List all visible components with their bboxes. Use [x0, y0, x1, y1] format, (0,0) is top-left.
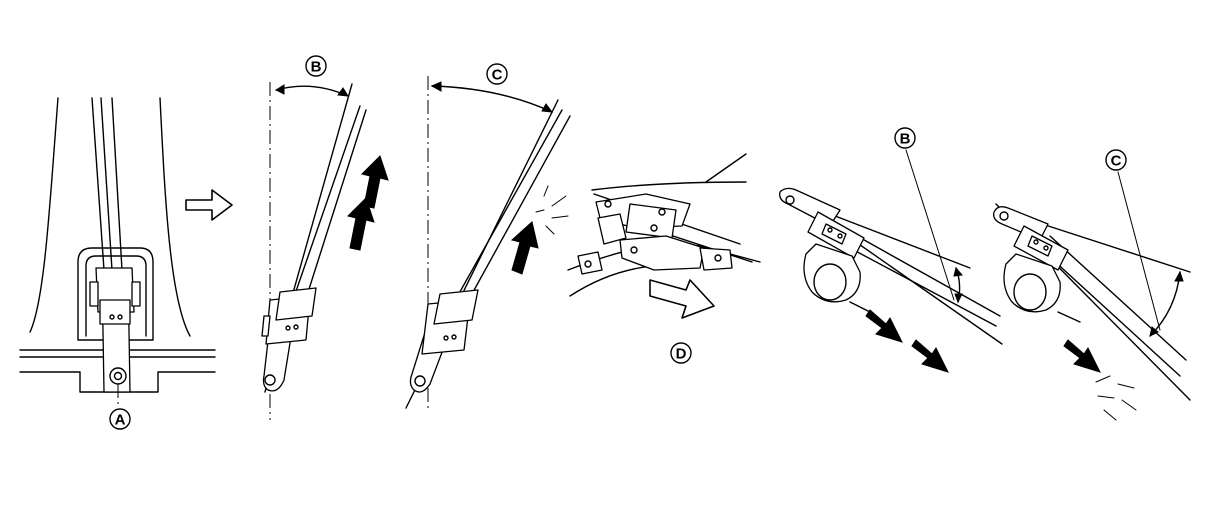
- callout-d-label: D: [676, 346, 687, 363]
- callout-c-circle-right: [1105, 149, 1127, 171]
- pull-down-arrow-icon-1: [865, 309, 903, 343]
- callout-c-label-top: C: [492, 67, 503, 84]
- callout-d-circle: [670, 342, 692, 364]
- panel-angle-b: B: [261, 55, 389, 420]
- callout-a-circle: [109, 408, 131, 430]
- callout-b-circle-top: [305, 55, 327, 77]
- callout-a-label: A: [115, 412, 126, 429]
- callout-c-circle-top: [486, 63, 508, 85]
- pull-down-arrow-icon-3: [1063, 339, 1101, 373]
- slide-up-arrow-icon-1: [361, 155, 389, 209]
- callout-b-circle-right: [894, 127, 916, 149]
- panel-release-d: D: [567, 153, 761, 364]
- panel-pillar-front-view: A: [19, 97, 216, 430]
- panel-pull-c: C: [993, 149, 1191, 421]
- click-icon-2: [1095, 375, 1137, 421]
- callout-c-label-right: C: [1111, 153, 1122, 170]
- step-arrow-icon: [185, 189, 233, 221]
- click-icon-1: [535, 185, 569, 235]
- slide-up-arrow-icon-2: [347, 197, 375, 251]
- panel-angle-c: C: [405, 63, 571, 412]
- slide-up-arrow-icon-3: [510, 221, 539, 275]
- release-direction-arrow-icon: [649, 279, 715, 319]
- callout-b-label-right: B: [900, 131, 911, 148]
- callout-b-label-top: B: [311, 59, 322, 76]
- panel-pull-b: B: [779, 127, 1003, 373]
- pull-down-arrow-icon-2: [911, 339, 949, 373]
